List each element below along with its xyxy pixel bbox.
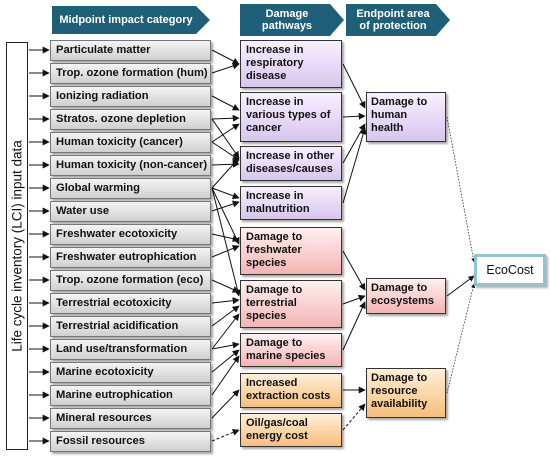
midpoint-link [211, 297, 240, 305]
midpoint-link [211, 114, 240, 122]
midpoint-link [211, 49, 240, 65]
midpoint-link-dashed [211, 429, 240, 442]
midpoint-link [211, 389, 240, 419]
midpoint-link [211, 157, 240, 189]
midpoint-link [211, 118, 240, 159]
midpoint-stratos-ozone: Stratos. ozone depletion [50, 109, 211, 130]
midpoint-water-use: Water use [50, 201, 211, 222]
midpoint-link [211, 95, 240, 111]
midpoint-trop-ozone-eco: Trop. ozone formation (eco) [50, 270, 211, 291]
lci-label: Life cycle inventory (LCI) input data [9, 140, 25, 352]
pathway-cancer: Increase in various types of cancer [240, 92, 342, 142]
midpoint-marine-eutro: Marine eutrophication [50, 385, 211, 406]
midpoint-link [211, 141, 240, 161]
endpoint-human-health: Damage to human health [366, 92, 446, 142]
midpoint-particulate-matter: Particulate matter [50, 40, 211, 61]
midpoint-terrestrial-acid: Terrestrial acidification [50, 316, 211, 337]
midpoint-link [211, 160, 240, 168]
midpoint-link [211, 355, 240, 396]
midpoint-link [211, 245, 240, 258]
midpoint-link [211, 62, 240, 74]
pathway-link [342, 63, 366, 109]
pathway-link [342, 301, 366, 351]
midpoint-link [211, 279, 240, 293]
pathway-freshwater-species: Damage to freshwater species [240, 227, 342, 275]
ecocost-box: EcoCost [474, 254, 546, 286]
midpoint-ionizing-radiation: Ionizing radiation [50, 86, 211, 107]
pathway-link [342, 112, 366, 120]
header-pathways: Damage pathways [240, 4, 344, 36]
midpoint-link [211, 187, 241, 297]
pathway-link [342, 127, 367, 204]
endpoint-link [446, 116, 476, 263]
midpoint-link [211, 187, 240, 200]
pathway-malnutrition: Increase in malnutrition [240, 186, 342, 220]
midpoint-human-tox-cancer: Human toxicity (cancer) [50, 132, 211, 153]
lci-input-box: Life cycle inventory (LCI) input data [6, 42, 28, 450]
midpoint-link [211, 341, 240, 350]
midpoint-link [211, 313, 240, 350]
header-midpoint: Midpoint impact category [52, 6, 210, 34]
midpoint-human-tox-noncancer: Human toxicity (non-cancer) [50, 155, 211, 176]
pathway-marine-species: Damage to marine species [240, 333, 342, 367]
midpoint-terrestrial-ecotox: Terrestrial ecotoxicity [50, 293, 211, 314]
midpoint-link [211, 349, 240, 373]
pathway-other-diseases: Increase in other diseases/causes [240, 146, 342, 181]
midpoint-fossil-resources: Fossil resources [50, 431, 211, 452]
pathway-link [342, 294, 366, 305]
midpoint-link [211, 200, 240, 212]
header-endpoint: Endpoint area of protection [346, 4, 450, 36]
endpoint-resources: Damage to resource availability [366, 368, 446, 418]
pathway-terrestrial-species: Damage to terrestrial species [240, 280, 342, 328]
midpoint-global-warming: Global warming [50, 178, 211, 199]
midpoint-freshwater-ecotox: Freshwater ecotoxicity [50, 224, 211, 245]
endpoint-ecosystems: Damage to ecosystems [366, 278, 446, 314]
midpoint-marine-ecotox: Marine ecotoxicity [50, 362, 211, 383]
pathway-respiratory: Increase in respiratory disease [240, 40, 342, 88]
midpoint-link [211, 123, 240, 143]
endpoint-link [446, 275, 475, 297]
midpoint-trop-ozone-hum: Trop. ozone formation (hum) [50, 63, 211, 84]
midpoint-link [211, 233, 240, 243]
pathway-link-dashed [342, 403, 366, 431]
midpoint-freshwater-eutro: Freshwater eutrophication [50, 247, 211, 268]
midpoint-link [211, 305, 240, 327]
endpoint-link [446, 283, 476, 394]
midpoint-mineral-resources: Mineral resources [50, 408, 211, 429]
midpoint-land-use: Land use/transformation [50, 339, 211, 360]
pathway-extraction-costs: Increased extraction costs [240, 373, 342, 408]
pathway-link [342, 123, 366, 164]
pathway-energy-cost: Oil/gas/coal energy cost [240, 413, 342, 447]
midpoint-link [211, 187, 240, 245]
pathway-link [342, 250, 366, 291]
